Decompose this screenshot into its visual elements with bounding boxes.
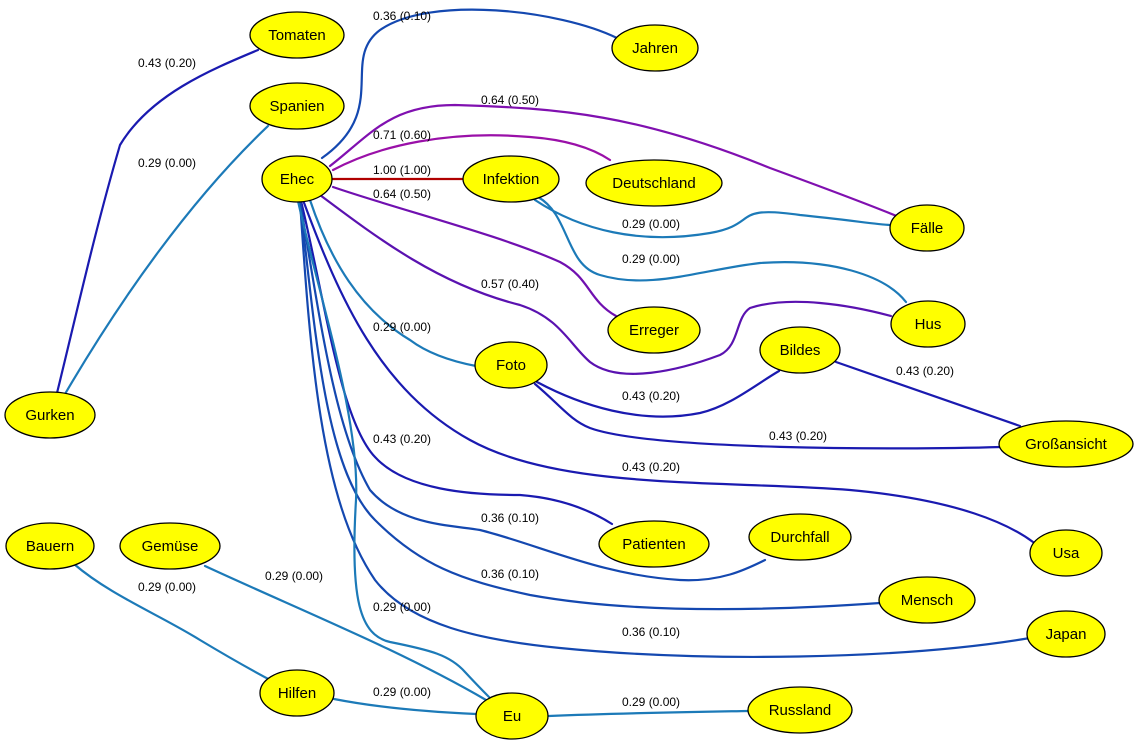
edge-ehec-durchfall	[298, 199, 767, 582]
edge-label-infektion-hus: 0.29 (0.00)	[622, 252, 680, 266]
node-japan[interactable]: Japan	[1026, 610, 1106, 658]
node-jahren[interactable]: Jahren	[611, 24, 699, 72]
edge-label-ehec-patienten: 0.43 (0.20)	[373, 432, 431, 446]
node-gurken[interactable]: Gurken	[4, 391, 96, 439]
edge-label-ehec-durchfall: 0.36 (0.10)	[481, 511, 539, 525]
node-erreger[interactable]: Erreger	[607, 306, 701, 354]
edge-label-ehec-mensch: 0.36 (0.10)	[481, 567, 539, 581]
edge-label-ehec-usa: 0.43 (0.20)	[622, 460, 680, 474]
node-hus[interactable]: Hus	[890, 300, 966, 348]
edge-label-ehec-hus: 0.57 (0.40)	[481, 277, 539, 291]
edge-label-bauern-hilfen: 0.29 (0.00)	[138, 580, 196, 594]
edge-ehec-foto	[308, 198, 478, 368]
node-label-usa: Usa	[1053, 545, 1080, 562]
node-label-gemuese: Gemüse	[142, 538, 199, 555]
edge-ehec-faelle	[328, 103, 901, 219]
node-usa[interactable]: Usa	[1029, 529, 1103, 577]
nodes: Tomaten Spanien Ehec Gurken Jahren Infek…	[4, 11, 1134, 740]
edge-ehec-deutschland	[331, 134, 612, 172]
node-label-gurken: Gurken	[25, 407, 74, 424]
edge-label-ehec-deutschland: 0.71 (0.60)	[373, 128, 431, 142]
node-gemuese[interactable]: Gemüse	[119, 522, 221, 570]
edge-ehec-usa	[301, 198, 1035, 544]
edge-label-ehec-infektion: 1.00 (1.00)	[373, 163, 431, 177]
node-faelle[interactable]: Fälle	[889, 204, 965, 252]
node-label-foto: Foto	[496, 357, 526, 374]
edge-label-bildes-grossansicht: 0.43 (0.20)	[896, 364, 954, 378]
node-russland[interactable]: Russland	[747, 686, 853, 734]
edge-gurken-spanien	[63, 124, 270, 396]
node-label-grossansicht: Großansicht	[1025, 436, 1108, 453]
edge-ehec-jahren	[320, 8, 619, 160]
edge-labels: 0.43 (0.20) 0.29 (0.00) 0.36 (0.10) 0.64…	[138, 9, 954, 709]
node-bildes[interactable]: Bildes	[759, 326, 841, 374]
node-foto[interactable]: Foto	[474, 341, 548, 389]
edge-foto-grossansicht	[533, 382, 1003, 450]
edge-bildes-grossansicht	[834, 360, 1022, 428]
node-label-patienten: Patienten	[622, 536, 685, 553]
edge-label-ehec-eu: 0.29 (0.00)	[373, 600, 431, 614]
node-label-hus: Hus	[915, 316, 942, 333]
node-label-bildes: Bildes	[780, 342, 821, 359]
node-label-ehec: Ehec	[280, 171, 315, 188]
node-ehec[interactable]: Ehec	[261, 155, 333, 203]
node-tomaten[interactable]: Tomaten	[249, 11, 345, 59]
edge-label-gurken-tomaten: 0.43 (0.20)	[138, 56, 196, 70]
edge-eu-russland	[547, 709, 750, 718]
edge-ehec-erreger	[331, 185, 618, 318]
edge-label-gemuese-eu: 0.29 (0.00)	[265, 569, 323, 583]
edge-gemuese-eu	[203, 564, 488, 702]
node-label-mensch: Mensch	[901, 592, 954, 609]
edge-label-foto-grossansicht: 0.43 (0.20)	[769, 429, 827, 443]
node-label-tomaten: Tomaten	[268, 27, 326, 44]
edge-infektion-faelle	[533, 198, 893, 239]
node-bauern[interactable]: Bauern	[5, 522, 95, 570]
node-label-russland: Russland	[769, 702, 832, 719]
edge-label-infektion-faelle: 0.29 (0.00)	[622, 217, 680, 231]
node-label-jahren: Jahren	[632, 40, 678, 57]
edge-label-ehec-jahren: 0.36 (0.10)	[373, 9, 431, 23]
edge-infektion-hus	[536, 195, 908, 304]
edge-label-foto-bildes: 0.43 (0.20)	[622, 389, 680, 403]
node-eu[interactable]: Eu	[475, 692, 549, 740]
node-label-bauern: Bauern	[26, 538, 74, 555]
edge-ehec-hus	[318, 193, 893, 375]
edge-label-ehec-foto: 0.29 (0.00)	[373, 320, 431, 334]
node-label-infektion: Infektion	[483, 171, 540, 188]
node-label-spanien: Spanien	[269, 98, 324, 115]
edge-bauern-hilfen	[72, 562, 276, 684]
node-infektion[interactable]: Infektion	[462, 155, 560, 203]
node-label-japan: Japan	[1046, 626, 1087, 643]
edge-label-hilfen-eu: 0.29 (0.00)	[373, 685, 431, 699]
node-label-deutschland: Deutschland	[612, 175, 695, 192]
node-spanien[interactable]: Spanien	[249, 82, 345, 130]
edge-foto-bildes	[535, 369, 781, 418]
edge-ehec-mensch	[298, 199, 882, 611]
edge-label-eu-russland: 0.29 (0.00)	[622, 695, 680, 709]
edge-hilfen-eu	[332, 697, 478, 716]
edge-gurken-tomaten	[55, 48, 260, 395]
node-deutschland[interactable]: Deutschland	[585, 159, 723, 207]
node-durchfall[interactable]: Durchfall	[748, 513, 852, 561]
edge-label-ehec-faelle: 0.64 (0.50)	[481, 93, 539, 107]
node-label-durchfall: Durchfall	[770, 529, 829, 546]
edge-label-ehec-erreger: 0.64 (0.50)	[373, 187, 431, 201]
node-label-faelle: Fälle	[911, 220, 944, 237]
node-label-eu: Eu	[503, 708, 521, 725]
node-grossansicht[interactable]: Großansicht	[998, 420, 1134, 468]
node-patienten[interactable]: Patienten	[598, 520, 710, 568]
node-label-hilfen: Hilfen	[278, 685, 316, 702]
edge-ehec-japan	[298, 199, 1032, 658]
edge-label-gurken-spanien: 0.29 (0.00)	[138, 156, 196, 170]
node-hilfen[interactable]: Hilfen	[259, 669, 335, 717]
node-label-erreger: Erreger	[629, 322, 679, 339]
edge-label-ehec-japan: 0.36 (0.10)	[622, 625, 680, 639]
edges	[55, 8, 1035, 718]
node-mensch[interactable]: Mensch	[878, 576, 976, 624]
edge-ehec-eu	[296, 199, 491, 699]
